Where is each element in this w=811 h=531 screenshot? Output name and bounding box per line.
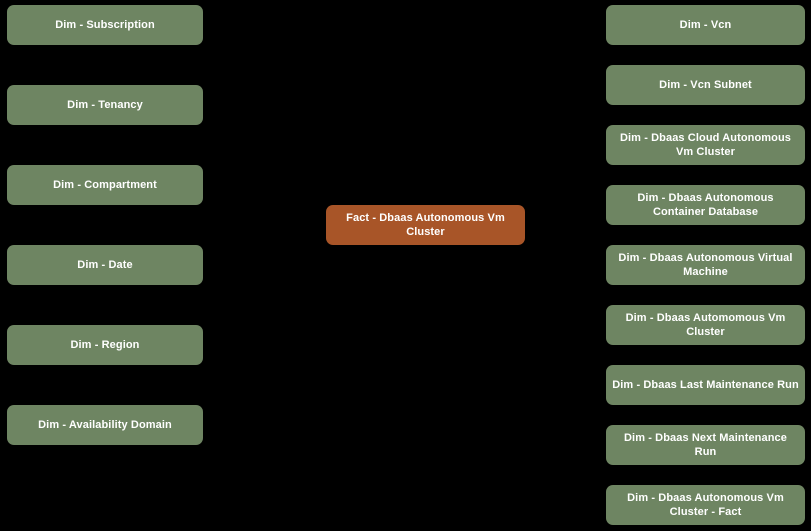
dimension-node-availability-domain[interactable]: Dim - Availability Domain [7,405,203,445]
dimension-node-label: Dim - Vcn Subnet [659,79,752,91]
dimension-node-dbaas-automomous-vm-cluster[interactable]: Dim - Dbaas Automomous Vm Cluster [606,305,805,345]
dimension-node-dbaas-next-maintenance-run[interactable]: Dim - Dbaas Next Maintenance Run [606,425,805,465]
dimension-node-label: Dim - Dbaas Automomous Vm Cluster [625,312,786,338]
dimension-node-dbaas-autonomous-vm-cluster-fact[interactable]: Dim - Dbaas Autonomous Vm Cluster - Fact [606,485,805,525]
dimension-node-vcn-subnet[interactable]: Dim - Vcn Subnet [606,65,805,105]
dimension-node-region[interactable]: Dim - Region [7,325,203,365]
dimension-node-label: Dim - Vcn [679,19,732,31]
dimension-node-label: Dim - Dbaas Cloud Autonomous Vm Cluster [619,132,792,158]
dimension-node-compartment[interactable]: Dim - Compartment [7,165,203,205]
dimension-node-dbaas-autonomous-virtual-machine[interactable]: Dim - Dbaas Autonomous Virtual Machine [606,245,805,285]
dimension-node-label: Dim - Compartment [53,179,157,191]
dimension-node-label: Dim - Dbaas Autonomous Container Databas… [637,192,774,218]
fact-node-label: Fact - Dbaas Autonomous Vm Cluster [346,212,505,238]
dimension-node-dbaas-last-maintenance-run[interactable]: Dim - Dbaas Last Maintenance Run [606,365,805,405]
dimension-node-label: Dim - Dbaas Autonomous Virtual Machine [618,252,793,278]
dimension-node-vcn[interactable]: Dim - Vcn [606,5,805,45]
dimension-node-label: Dim - Date [77,259,133,271]
dimension-node-label: Dim - Dbaas Next Maintenance Run [624,432,787,458]
dimension-node-label: Dim - Region [70,339,140,351]
dimension-node-tenancy[interactable]: Dim - Tenancy [7,85,203,125]
dimension-node-label: Dim - Dbaas Last Maintenance Run [612,379,799,391]
dimension-node-label: Dim - Availability Domain [38,419,172,431]
dimension-node-dbaas-autonomous-container-database[interactable]: Dim - Dbaas Autonomous Container Databas… [606,185,805,225]
dimension-node-date[interactable]: Dim - Date [7,245,203,285]
dimension-node-label: Dim - Subscription [55,19,155,31]
fact-node-dbaas-autonomous-vm-cluster[interactable]: Fact - Dbaas Autonomous Vm Cluster [326,205,525,245]
dimension-node-subscription[interactable]: Dim - Subscription [7,5,203,45]
dimension-node-label: Dim - Tenancy [67,99,143,111]
dimension-node-dbaas-cloud-autonomous-vm-cluster[interactable]: Dim - Dbaas Cloud Autonomous Vm Cluster [606,125,805,165]
dimension-node-label: Dim - Dbaas Autonomous Vm Cluster - Fact [627,492,784,518]
